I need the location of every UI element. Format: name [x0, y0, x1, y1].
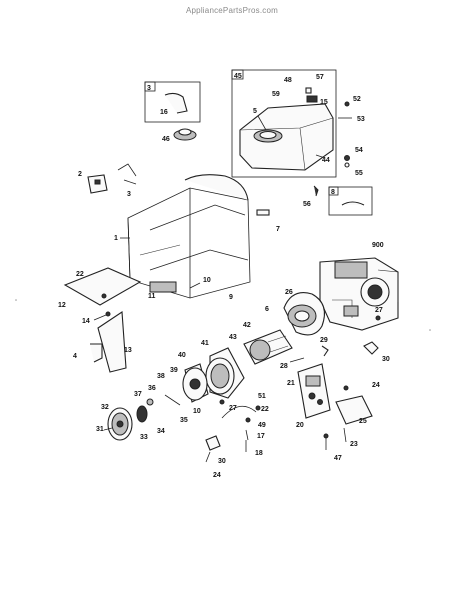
- callout-23: 23: [350, 441, 358, 448]
- callout-38: 38: [157, 373, 165, 380]
- callout-37: 37: [134, 391, 142, 398]
- inset-box-8: [328, 186, 373, 216]
- pulley-part-34: [136, 405, 148, 423]
- control-panel-part-20: [297, 363, 331, 419]
- callout-42: 42: [243, 322, 251, 329]
- callout-16: 16: [160, 109, 168, 116]
- callout-2: 2: [78, 171, 82, 178]
- callout-17: 17: [257, 433, 265, 440]
- callout-39: 39: [170, 367, 178, 374]
- callout-53: 53: [357, 116, 365, 123]
- engine-part-900: [319, 257, 399, 331]
- base-plate-part-12: [63, 267, 142, 306]
- callout-35: 35: [180, 417, 188, 424]
- part-7: [256, 209, 270, 216]
- callout-12: 12: [58, 302, 66, 309]
- callout-6: 6: [265, 306, 269, 313]
- callout-10: 10: [203, 277, 211, 284]
- callout-15: 15: [320, 99, 328, 106]
- callout-20: 20: [296, 422, 304, 429]
- callout-5: 5: [253, 108, 257, 115]
- callout-31: 31: [96, 426, 104, 433]
- frame-part-1: [127, 174, 251, 299]
- watermark: AppliancePartsPros.com: [186, 6, 278, 15]
- bracket-part-25: [335, 395, 373, 425]
- callout-43: 43: [229, 334, 237, 341]
- callout-11: 11: [148, 293, 156, 300]
- callout-54: 54: [355, 147, 363, 154]
- callout-40: 40: [178, 352, 186, 359]
- callout-45: 45: [234, 73, 242, 80]
- callout-28: 28: [280, 363, 288, 370]
- callout-900: 900: [372, 242, 384, 249]
- crossbar-part-11: [149, 281, 177, 293]
- endbell-part-40: [182, 363, 209, 403]
- fuel-tank-assembly: [231, 69, 337, 178]
- foot-part-4: [90, 343, 103, 363]
- callout-27b: 27: [375, 307, 383, 314]
- callout-25: 25: [359, 418, 367, 425]
- callout-3: 3: [147, 85, 151, 92]
- callout-24a: 24: [213, 472, 221, 479]
- callout-30a: 30: [218, 458, 226, 465]
- callout-33: 33: [140, 434, 148, 441]
- callout-55: 55: [355, 170, 363, 177]
- callout-32: 32: [101, 404, 109, 411]
- callout-10b: 10: [193, 408, 201, 415]
- callout-49: 49: [258, 422, 266, 429]
- callout-3b: 3: [127, 191, 131, 198]
- callout-41: 41: [201, 340, 209, 347]
- callout-9: 9: [229, 294, 233, 301]
- callout-21: 21: [287, 380, 295, 387]
- callout-51: 51: [258, 393, 266, 400]
- callout-18: 18: [255, 450, 263, 457]
- callout-24b: 24: [372, 382, 380, 389]
- callout-47: 47: [334, 455, 342, 462]
- stator-part-26: [283, 292, 325, 336]
- housing-part-41: [205, 347, 245, 399]
- callout-57: 57: [316, 74, 324, 81]
- callout-44: 44: [322, 157, 330, 164]
- callout-22: 22: [76, 271, 84, 278]
- leg-part-13: [97, 311, 127, 373]
- callout-46: 46: [162, 136, 170, 143]
- fan-part-32: [107, 407, 133, 441]
- callout-30b: 30: [382, 356, 390, 363]
- callout-14: 14: [82, 318, 90, 325]
- callout-56: 56: [303, 201, 311, 208]
- callout-13: 13: [124, 347, 132, 354]
- inset-box-3: [144, 81, 201, 123]
- callout-22b: 22: [261, 406, 269, 413]
- callout-7: 7: [276, 226, 280, 233]
- callout-52: 52: [353, 96, 361, 103]
- callout-29: 29: [320, 337, 328, 344]
- rotor-part-42: [243, 329, 293, 365]
- callout-1: 1: [114, 235, 118, 242]
- callout-34: 34: [157, 428, 165, 435]
- callout-8: 8: [331, 189, 335, 196]
- callout-59: 59: [272, 91, 280, 98]
- callout-36: 36: [148, 385, 156, 392]
- callout-48: 48: [284, 77, 292, 84]
- callout-4: 4: [73, 353, 77, 360]
- callout-26: 26: [285, 289, 293, 296]
- wire-harness: [221, 405, 257, 419]
